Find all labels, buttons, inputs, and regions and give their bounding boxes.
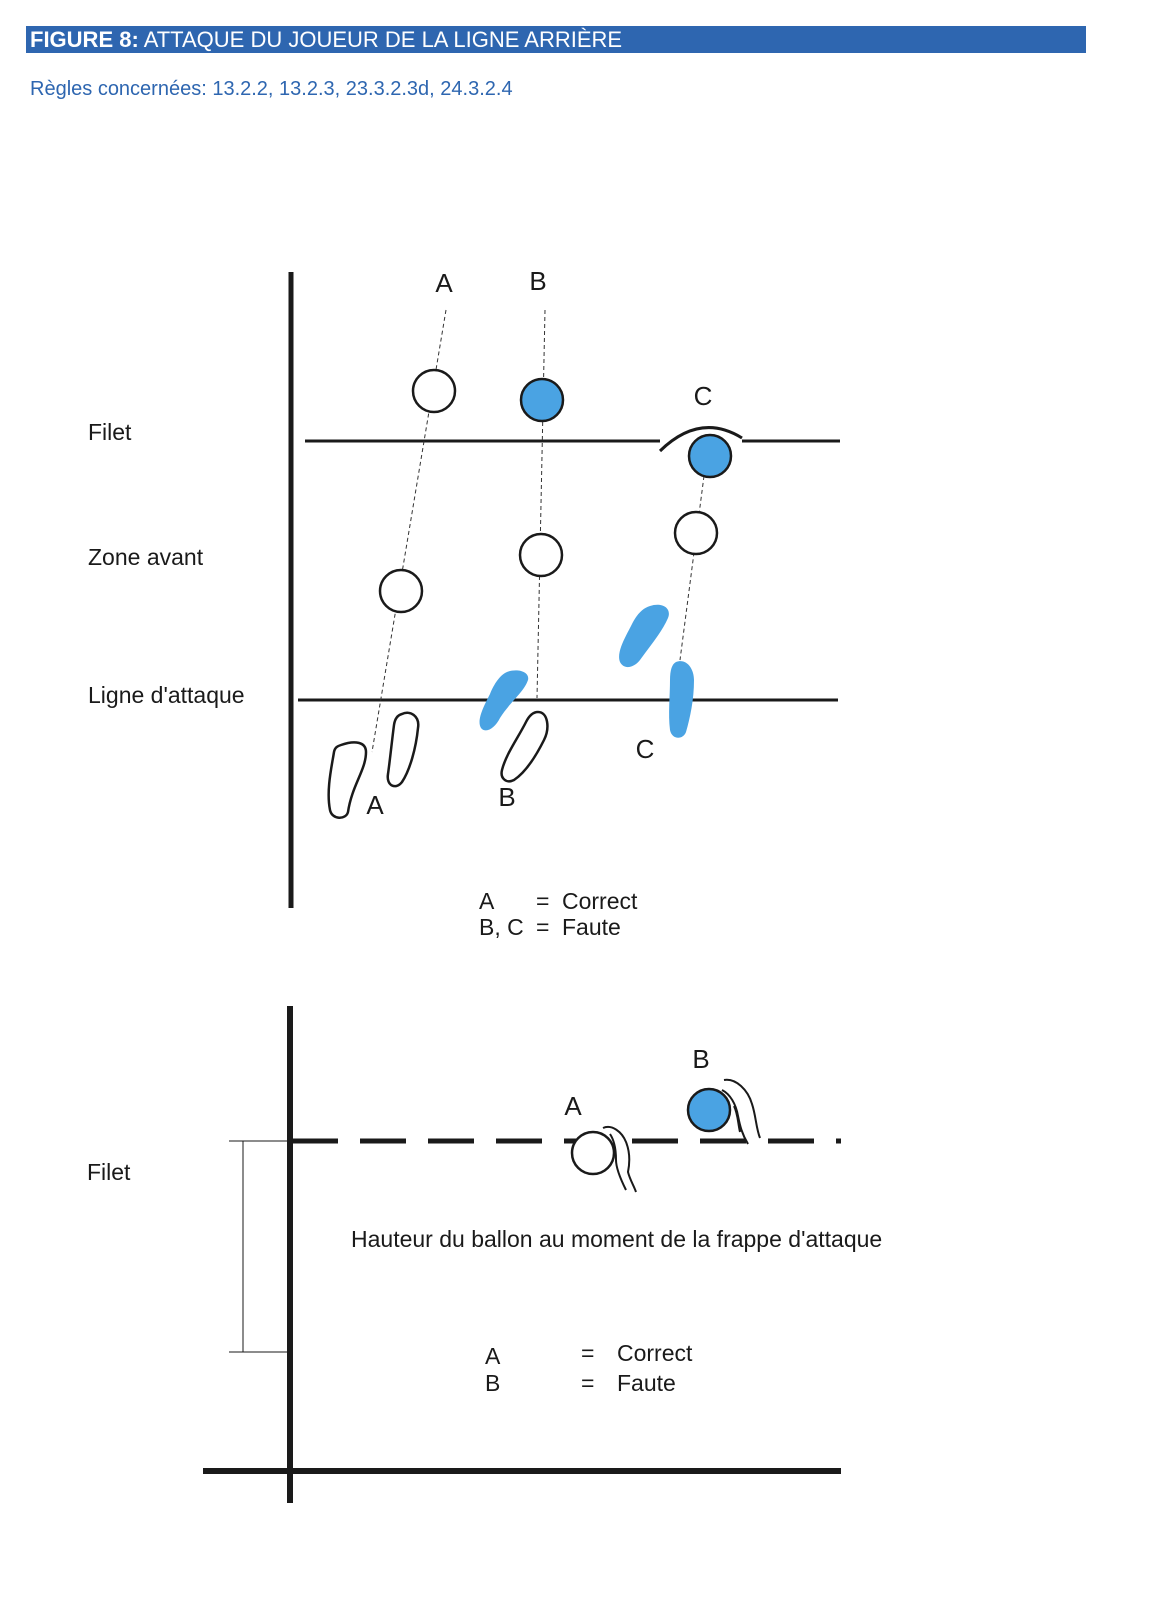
ball-b [686,1087,732,1133]
footprint-c-front [619,604,669,668]
bottom-legend-key-1: A [485,1343,501,1369]
footprint-c-back [669,661,694,738]
top-legend-value-1: Correct [562,888,638,914]
footprint-a-left [327,741,368,819]
label-net-bottom: Filet [87,1159,131,1185]
height-caption: Hauteur du ballon au moment de la frappe… [351,1226,882,1252]
figure-title: ATTAQUE DU JOUEUR DE LA LIGNE ARRIÈRE [143,27,623,52]
bottom-legend-value-2: Faute [617,1370,676,1396]
ball-c-low [673,510,719,556]
bottom-diagram: Filet A B Hauteur du ballon au moment de… [87,1006,882,1503]
label-net-top: Filet [88,419,132,445]
footprint-a-right [386,711,420,788]
figure-title-bar: FIGURE 8: ATTAQUE DU JOUEUR DE LA LIGNE … [26,26,1086,53]
ball-b-low [518,532,564,578]
footprint-b-blue [479,670,529,731]
label-c-feet: C [636,734,655,764]
label-ball-a: A [564,1091,582,1121]
top-legend-eq-2: = [536,914,549,940]
hand-a [602,1126,637,1193]
trajectory-a [371,309,447,753]
footprint-b-outline [500,710,549,783]
label-c-top: C [694,381,713,411]
top-legend-key-2: B, C [479,914,524,940]
bottom-legend-eq-2: = [581,1370,594,1396]
label-a-top: A [435,268,453,298]
top-legend-value-2: Faute [562,914,621,940]
top-legend-eq-1: = [536,888,549,914]
bottom-legend-key-2: B [485,1370,500,1396]
label-ball-b: B [692,1044,709,1074]
top-diagram: A B C A B C A = Correct B, C = Faute [288,266,840,940]
label-attack-line: Ligne d'attaque [88,682,245,708]
ball-c-arc [658,426,743,453]
hand-b [721,1078,761,1145]
label-front-zone: Zone avant [88,544,204,570]
ball-a-low [378,568,424,614]
trajectory-c [679,475,705,661]
label-b-feet: B [498,782,515,812]
bottom-legend-eq-1: = [581,1340,594,1366]
bottom-legend-value-1: Correct [617,1340,693,1366]
ball-a-high [411,368,457,414]
trajectory-b [536,309,546,699]
ball-a [570,1130,616,1176]
ball-c-high [687,433,733,479]
ball-b-high [519,377,565,423]
label-b-top: B [529,266,546,296]
top-legend-key-1: A [479,888,495,914]
label-a-feet: A [366,790,384,820]
rules-reference: Règles concernées: 13.2.2, 13.2.3, 23.3.… [30,78,513,100]
figure-number: FIGURE 8: [30,27,139,52]
